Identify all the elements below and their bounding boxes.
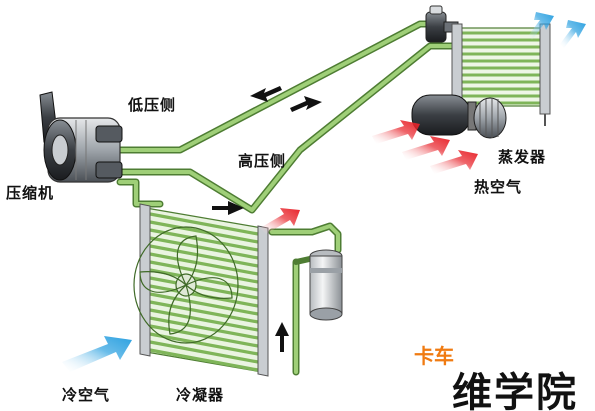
- watermark-line1: 卡车: [414, 344, 454, 368]
- condenser-fin: [149, 316, 259, 340]
- receiver-feed-pipe-outline: [268, 222, 342, 254]
- condenser-fin: [149, 244, 259, 268]
- condenser-fin: [149, 260, 259, 284]
- label-evaporator: 蒸发器: [498, 148, 547, 166]
- arrow-condenser-right: [212, 201, 244, 215]
- condenser-fan: [133, 226, 239, 344]
- receiver-drier: [309, 249, 343, 321]
- label-condenser: 冷凝器: [176, 386, 225, 404]
- condenser-fin: [149, 220, 259, 244]
- condenser-fin: [149, 252, 259, 276]
- label-high-pressure-side: 高压侧: [238, 152, 287, 170]
- condenser-fin: [149, 308, 259, 332]
- arrow-high-pressure-right: [290, 96, 322, 112]
- label-compressor: 压缩机: [6, 184, 55, 202]
- condenser-inlet-pipe: [118, 180, 162, 206]
- hot-air-arrow-2: [402, 136, 450, 160]
- condenser-fin: [149, 300, 259, 324]
- cold-air-arrow-top-2: [560, 20, 586, 48]
- watermark-line2: 维学院: [452, 370, 578, 411]
- condenser-fin: [149, 324, 259, 348]
- condenser-fin: [149, 228, 259, 252]
- arrow-up-receiver: [275, 322, 289, 352]
- label-low-pressure-side: 低压侧: [128, 96, 177, 114]
- label-cold-air: 冷空气: [62, 386, 111, 404]
- blower-motor: [411, 94, 507, 139]
- high-pressure-pipe: [118, 44, 454, 212]
- hot-air-arrow-condenser: [260, 208, 300, 234]
- condenser-fin: [149, 236, 259, 260]
- hot-air-arrow-3: [430, 150, 478, 174]
- condenser-fin: [149, 276, 259, 300]
- arrow-low-pressure-left: [250, 86, 282, 102]
- condenser-fin: [149, 212, 259, 236]
- flow-arrows: [212, 86, 322, 352]
- label-hot-air: 热空气: [474, 178, 523, 196]
- condenser-inlet-pipe-outline: [116, 178, 164, 208]
- condenser-fin: [149, 340, 259, 364]
- air-flow-arrows: [62, 12, 586, 372]
- cold-air-arrow-top-1: [528, 12, 554, 40]
- condenser-fin: [149, 268, 259, 292]
- receiver-feed-pipe: [270, 224, 340, 252]
- hot-air-arrow-1: [372, 120, 420, 144]
- condenser-fin: [149, 332, 259, 356]
- condenser-fin: [149, 292, 259, 316]
- evaporator-coil: [451, 23, 551, 126]
- condenser: [133, 203, 269, 377]
- condenser-fin: [149, 348, 259, 372]
- compressor: [39, 91, 123, 183]
- cold-air-arrow-condenser: [62, 336, 132, 372]
